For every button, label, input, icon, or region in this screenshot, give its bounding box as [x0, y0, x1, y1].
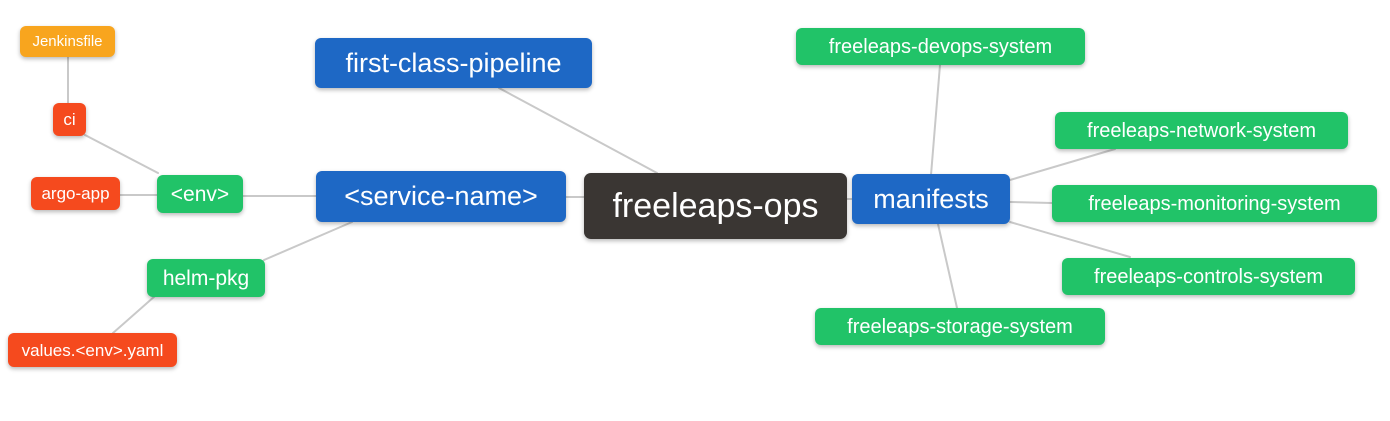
edge-manifests-to-freeleaps-monitoring-system — [1009, 201, 1053, 204]
node-freeleaps-monitoring-system[interactable]: freeleaps-monitoring-system — [1052, 185, 1377, 222]
node-ci[interactable]: ci — [53, 103, 86, 136]
node-env[interactable]: <env> — [157, 175, 243, 213]
edge-first-class-pipeline-to-freeleaps-ops — [498, 87, 658, 174]
node-freeleaps-ops[interactable]: freeleaps-ops — [584, 173, 847, 239]
edge-helm-pkg-to-values-env-yaml — [112, 295, 156, 334]
edge-manifests-to-freeleaps-devops-system — [930, 64, 941, 176]
edge-ci-to-env — [84, 134, 159, 174]
node-jenkinsfile[interactable]: Jenkinsfile — [20, 26, 115, 57]
node-freeleaps-storage-system[interactable]: freeleaps-storage-system — [815, 308, 1105, 345]
node-first-class-pipeline[interactable]: first-class-pipeline — [315, 38, 592, 88]
node-manifests[interactable]: manifests — [852, 174, 1010, 224]
node-freeleaps-network-system[interactable]: freeleaps-network-system — [1055, 112, 1348, 149]
node-argo-app[interactable]: argo-app — [31, 177, 120, 210]
edge-manifests-to-freeleaps-storage-system — [937, 223, 958, 309]
node-service-name[interactable]: <service-name> — [316, 171, 566, 222]
node-values-env-yaml[interactable]: values.<env>.yaml — [8, 333, 177, 367]
node-freeleaps-devops-system[interactable]: freeleaps-devops-system — [796, 28, 1085, 65]
edge-manifests-to-freeleaps-controls-system — [1009, 221, 1131, 258]
edge-manifests-to-freeleaps-network-system — [1009, 148, 1116, 181]
node-freeleaps-controls-system[interactable]: freeleaps-controls-system — [1062, 258, 1355, 295]
edge-service-name-to-helm-pkg — [263, 221, 353, 261]
node-helm-pkg[interactable]: helm-pkg — [147, 259, 265, 297]
